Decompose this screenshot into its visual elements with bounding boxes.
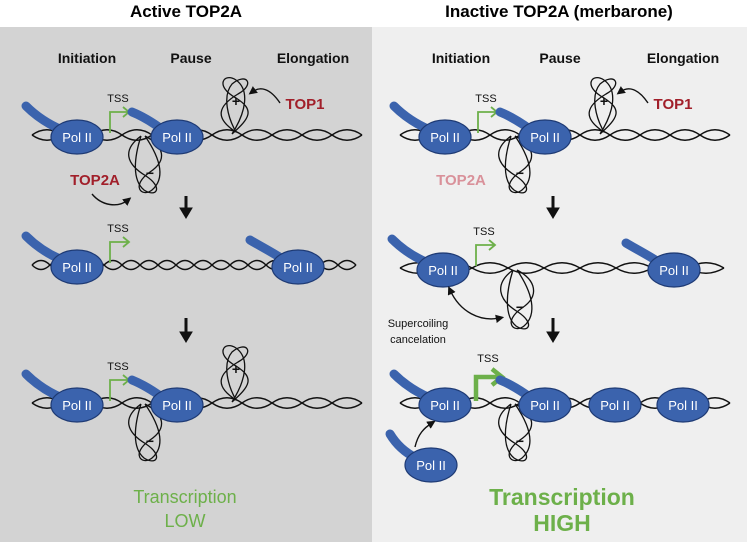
pol-ii — [127, 107, 204, 155]
right-phase-elongation: Elongation — [647, 50, 719, 66]
down-arrow — [546, 318, 560, 343]
negative-supercoil-loop — [128, 403, 163, 462]
pol-ii-label: Pol II — [430, 398, 460, 413]
positive-supercoil-loop — [588, 77, 617, 135]
minus-sign: − — [516, 433, 524, 449]
pol-recruit-arrow — [414, 420, 436, 448]
left-phase-initiation: Initiation — [58, 50, 116, 66]
tss-label: TSS — [477, 353, 498, 365]
pol-ii-label: Pol II — [428, 263, 458, 278]
tss-label: TSS — [475, 93, 496, 105]
pol-ii — [21, 231, 104, 285]
pol-ii — [389, 369, 472, 423]
pol-ii — [389, 101, 472, 155]
down-arrow — [179, 196, 193, 219]
left-header: Active TOP2A — [130, 2, 242, 21]
negative-supercoil-loop — [498, 135, 533, 194]
left-phase-pause: Pause — [170, 50, 211, 66]
top1-label: TOP1 — [654, 96, 693, 113]
left-phase-elongation: Elongation — [277, 50, 349, 66]
pol-ii — [127, 375, 204, 423]
pol-ii-label: Pol II — [659, 263, 689, 278]
pol-ii-label: Pol II — [162, 398, 192, 413]
plus-sign: + — [600, 93, 608, 109]
pol-ii — [385, 429, 458, 483]
tss-arrow — [109, 236, 131, 263]
pol-ii — [21, 101, 104, 155]
right-header: Inactive TOP2A (merbarone) — [445, 2, 673, 21]
pol-ii — [245, 235, 325, 285]
top1-label: TOP1 — [286, 96, 325, 113]
pol-ii-label: Pol II — [62, 398, 92, 413]
negative-supercoil-loop — [128, 135, 163, 194]
pol-ii — [387, 234, 470, 288]
pol-ii — [21, 369, 104, 423]
supercoiling-note-line1: Supercoiling — [388, 318, 449, 330]
curved-arrows — [91, 86, 649, 448]
pol-ii-label: Pol II — [162, 130, 192, 145]
top2a-label-faded: TOP2A — [436, 172, 486, 189]
top1-action-arrow — [616, 86, 649, 104]
tss-label: TSS — [107, 93, 128, 105]
supercoiling-cancel-arrow — [447, 286, 505, 323]
pol-ii — [656, 387, 710, 423]
pol-ii-label: Pol II — [430, 130, 460, 145]
supercoiling-note-line2: cancelation — [390, 334, 446, 346]
pol-ii-label: Pol II — [283, 260, 313, 275]
top2a-label: TOP2A — [70, 172, 120, 189]
pol-ii — [495, 375, 572, 423]
pol-ii — [621, 238, 701, 288]
step-arrows — [179, 196, 560, 343]
pol-ii-label: Pol II — [530, 398, 560, 413]
right-phase-initiation: Initiation — [432, 50, 490, 66]
pol-ii-label: Pol II — [600, 398, 630, 413]
minus-sign: − — [516, 165, 524, 181]
pol-ii-label: Pol II — [530, 130, 560, 145]
tss-label: TSS — [473, 226, 494, 238]
pol-complexes — [21, 101, 710, 483]
positive-supercoil-loop — [220, 77, 249, 135]
pol-ii-label: Pol II — [416, 458, 446, 473]
pol-ii-label: Pol II — [668, 398, 698, 413]
pol-ii — [588, 387, 642, 423]
pol-labels: Pol II Pol II Pol II Pol II Pol II Pol I… — [62, 130, 698, 473]
tss-label: TSS — [107, 223, 128, 235]
minus-sign: − — [146, 165, 154, 181]
minus-sign: − — [516, 299, 524, 315]
top2a-action-arrow — [91, 193, 132, 206]
outcome-low-line1: Transcription — [133, 487, 236, 507]
outcome-high-line1: Transcription — [489, 484, 635, 510]
tss-label: TSS — [107, 361, 128, 373]
down-arrow — [546, 196, 560, 219]
negative-supercoil-loop — [498, 403, 533, 462]
outcome-low-line2: LOW — [164, 511, 205, 531]
pol-ii-label: Pol II — [62, 260, 92, 275]
left-panel — [0, 27, 372, 542]
pol-ii — [495, 107, 572, 155]
minus-sign: − — [146, 433, 154, 449]
top1-action-arrow — [248, 86, 281, 104]
plus-sign: + — [232, 361, 240, 377]
supercoil-loops — [128, 77, 617, 462]
outcome-high-line2: HIGH — [533, 510, 591, 536]
pol-ii-label: Pol II — [62, 130, 92, 145]
plus-sign: + — [232, 93, 240, 109]
positive-supercoil-loop — [220, 345, 249, 403]
right-phase-pause: Pause — [539, 50, 580, 66]
down-arrow — [179, 318, 193, 343]
tss-arrow — [475, 239, 497, 266]
